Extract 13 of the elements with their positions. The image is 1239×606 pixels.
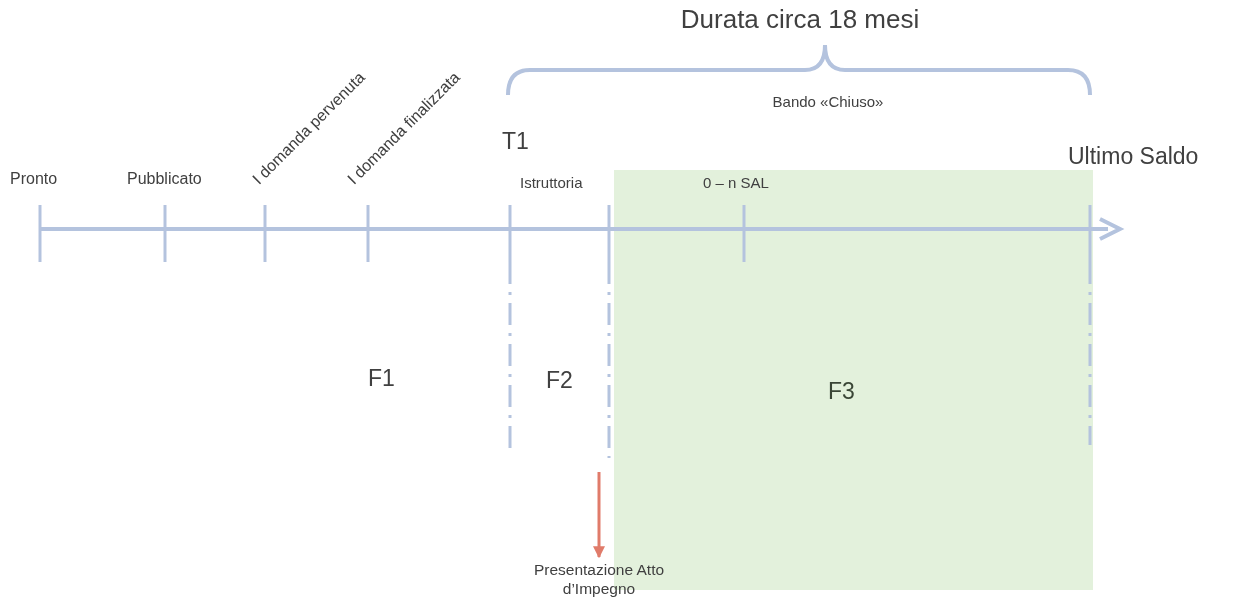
arrow [593, 472, 605, 559]
phase-label: 0 – n SAL [703, 174, 769, 192]
phase-label: F3 [828, 378, 855, 405]
milestone-label: Pubblicato [127, 170, 202, 189]
phase-label: F1 [368, 365, 395, 392]
milestone-label: T1 [502, 128, 529, 155]
milestone-label: Pronto [10, 170, 58, 189]
phase-label: F2 [546, 367, 573, 394]
phase-label: Bando «Chiuso» [772, 93, 884, 111]
duration-label: Durata circa 18 mesi [680, 5, 920, 35]
note-label: Presentazione Atto d’Impegno [504, 561, 694, 599]
milestone-label: Ultimo Saldo [1068, 143, 1199, 170]
phase-label: Istruttoria [520, 174, 583, 192]
